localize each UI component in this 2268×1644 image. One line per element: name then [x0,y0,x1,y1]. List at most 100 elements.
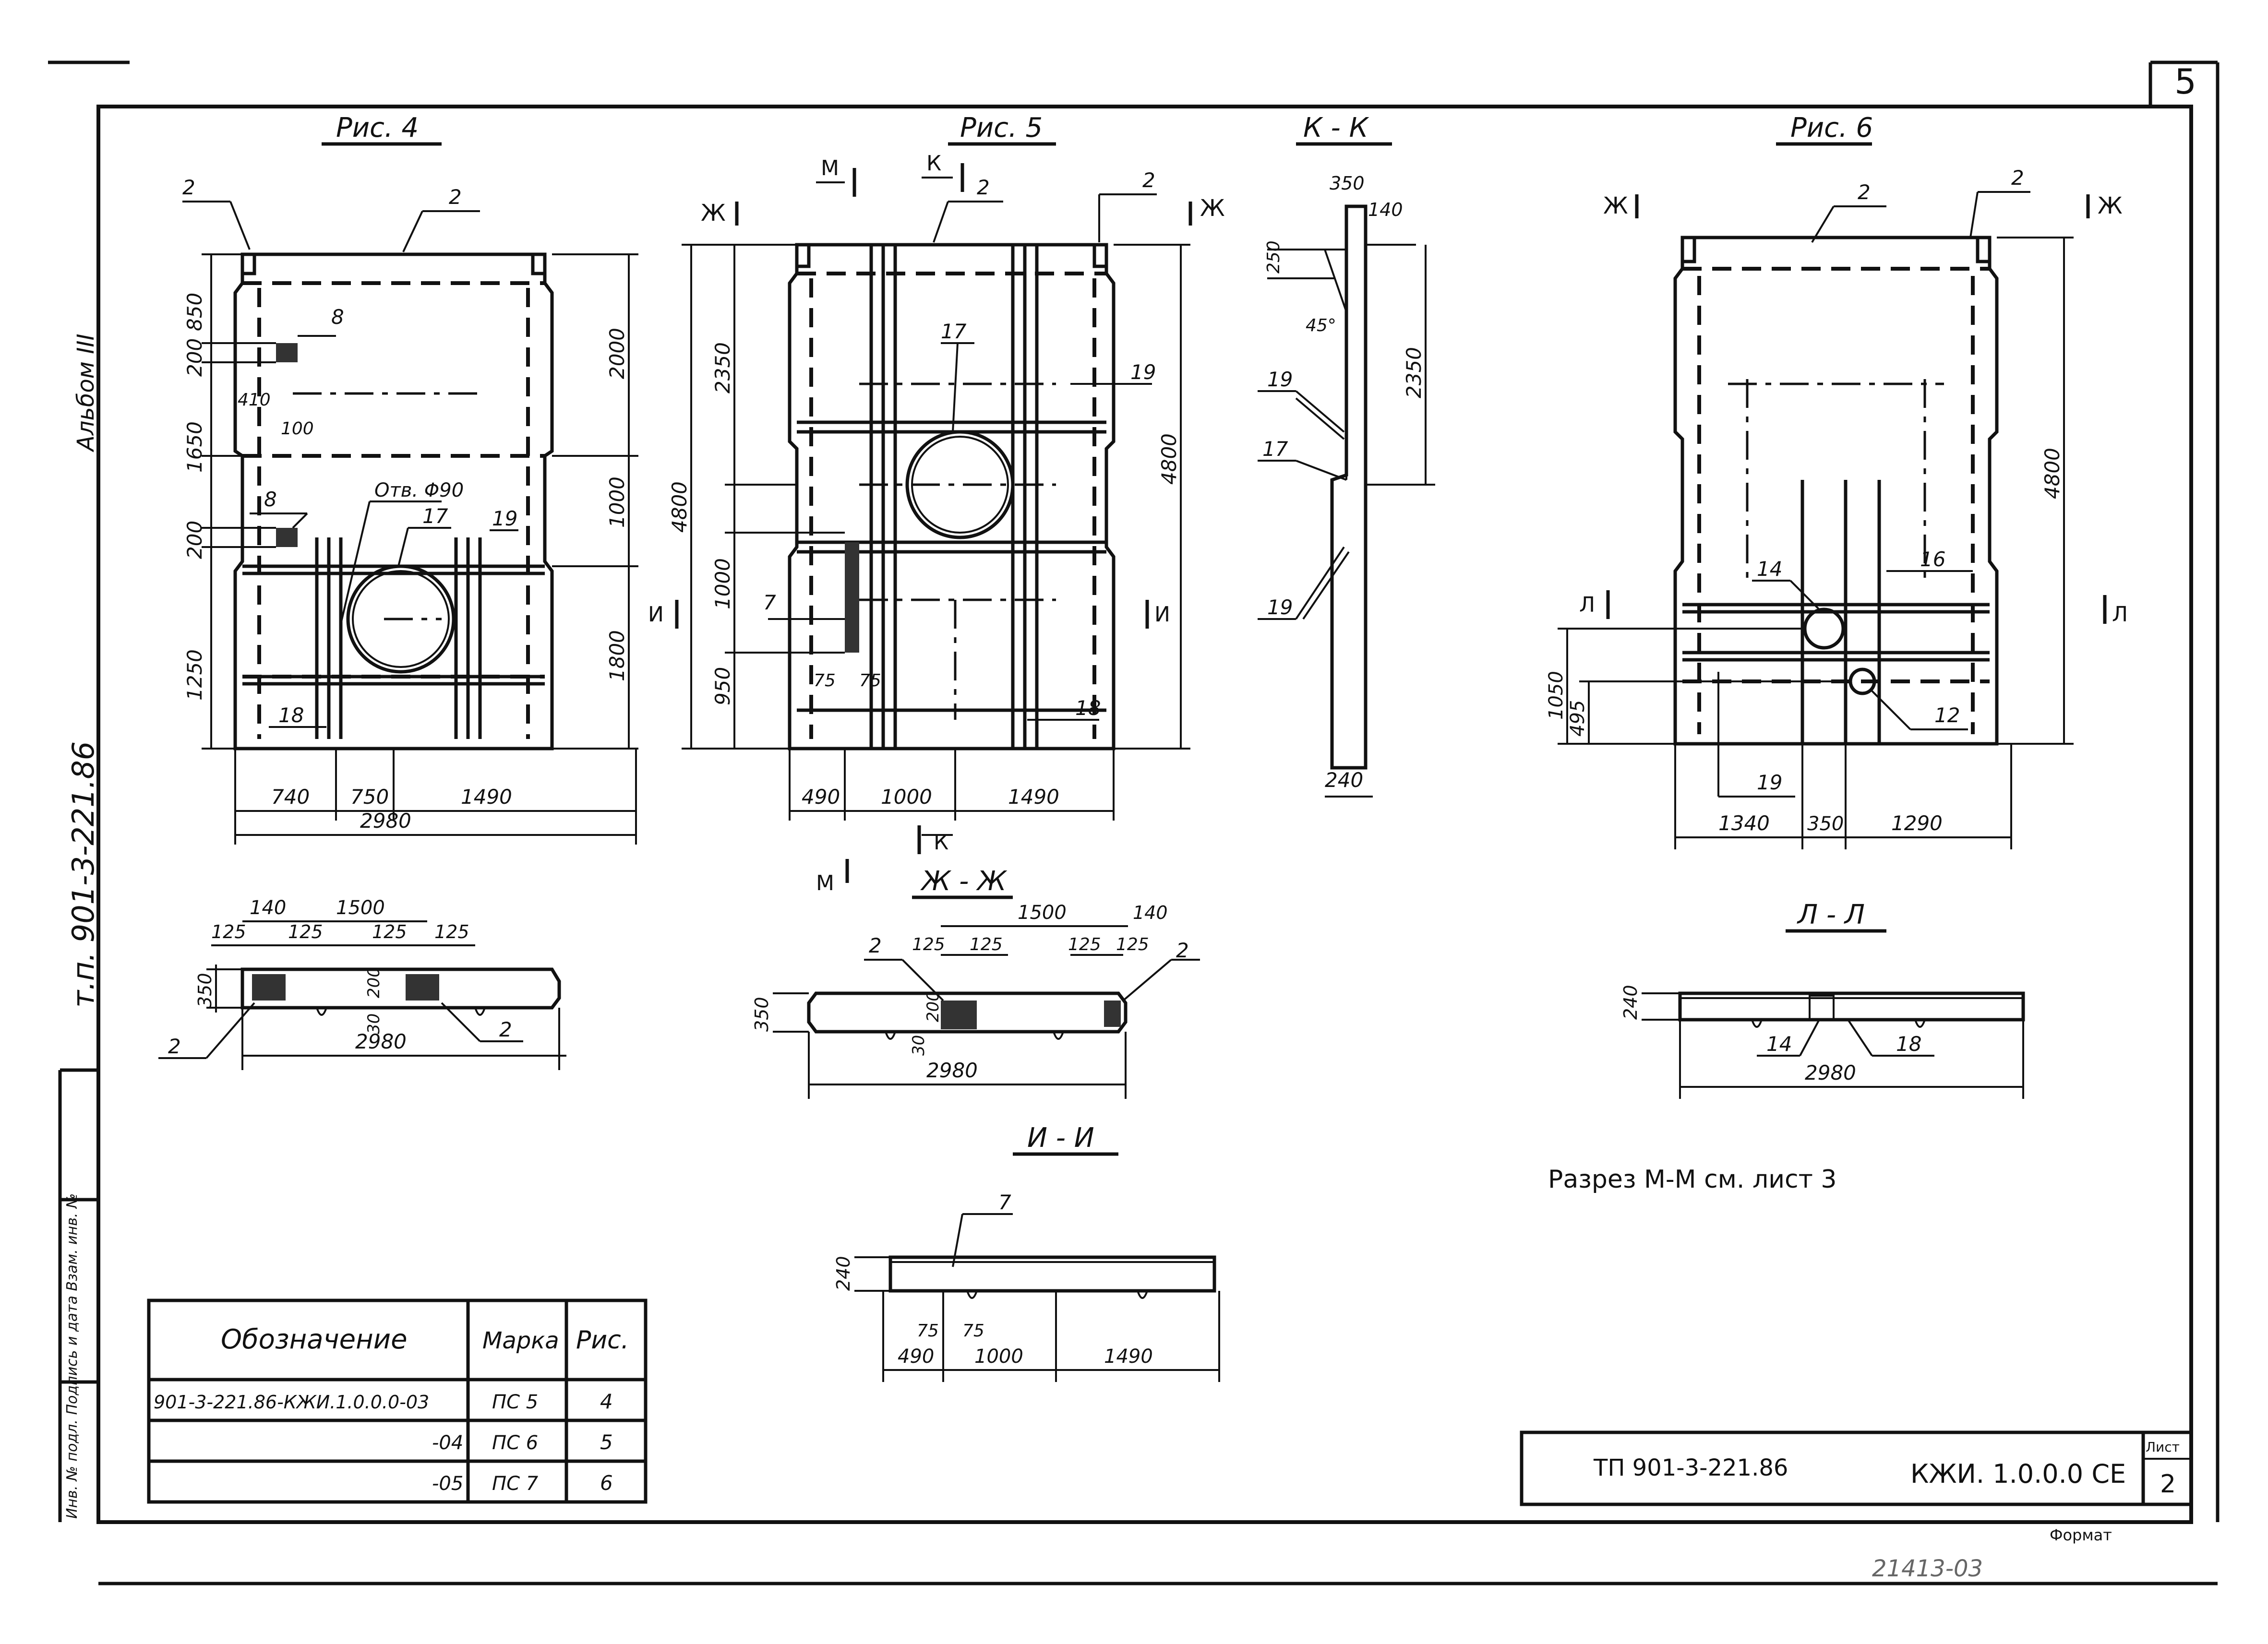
sec-kk-dim-350: 350 [1330,173,1365,194]
sec-kk-callout-17: 17 [1262,437,1288,461]
section-i-i: И - И 7 240 75 75 490 1000 1490 [833,1122,1220,1382]
fig6-callout-2a: 2 [1858,180,1871,204]
sec-zz-callout-2a: 2 [869,934,882,957]
sec-ii-dim-240: 240 [833,1256,854,1291]
fig4-dim-200b: 200 [183,521,206,559]
plan4-dim-125d: 125 [434,921,469,942]
plan4-dim-125a: 125 [211,921,246,942]
spec-row1-fig: 4 [600,1390,613,1413]
sec-ii-dim-75b: 75 [962,1321,984,1341]
fig4-callout-8b: 8 [264,488,277,511]
sec-ii-callout-7: 7 [998,1191,1011,1214]
sec-zz-dim-1500: 1500 [1018,902,1067,924]
fig6-dim-350: 350 [1807,813,1844,835]
sec-kk-dim-240: 240 [1325,768,1363,792]
section-l-l: Л - Л 240 2980 14 18 [1620,899,2025,1099]
sec-ll-title: Л - Л [1797,899,1865,930]
spec-header-designation: Обозначение [221,1324,408,1355]
plan-4: 140 1500 125 125 125 125 350 200 30 2980… [158,897,566,1070]
fig5-cut-i-left: И [648,602,664,627]
spec-header-mark: Марка [482,1327,559,1354]
fig4-dim-1250: 1250 [183,649,206,701]
spec-row3-fig: 6 [600,1471,613,1495]
sec-ll-dim-240: 240 [1620,985,1641,1020]
sec-zz-callout-2b: 2 [1176,939,1189,962]
fig5-callout-19: 19 [1130,360,1156,384]
sec-ii-dim-1000: 1000 [974,1346,1023,1368]
approval-strip-label: Инв. № подл. Подпись и дата Взам. инв. № [64,1193,81,1519]
fig5-callout-2b: 2 [1142,168,1155,192]
sec-ll-dim-2980: 2980 [1805,1061,1856,1084]
figure-4: Рис. 4 [182,112,638,845]
sec-zz-dim-140: 140 [1133,902,1168,923]
spec-row1-mark: ПС 5 [492,1391,538,1413]
figure-5: Рис. 5 4800 2350 [648,112,1225,895]
title-sheet-number: 2 [2160,1470,2176,1499]
sec-kk-callout-19a: 19 [1267,368,1293,391]
fig6-cut-zh-left: Ж [1603,192,1628,219]
sec-zz-title: Ж - Ж [920,866,1008,897]
fig4-dim-1000: 1000 [605,477,629,528]
sec-kk-callout-19b: 19 [1267,596,1293,619]
sec-ii-title: И - И [1027,1122,1094,1154]
fig5-dim-1000: 1000 [711,558,734,609]
fig6-cut-zh-right: Ж [2098,192,2123,219]
sec-zz-dim-2980: 2980 [926,1059,978,1082]
fig6-height: 4800 [2040,448,2064,499]
fig6-cut-l-right: Л [2112,602,2128,627]
sec-kk-title: К - К [1303,112,1369,143]
sec-ii-dim-1490: 1490 [1104,1346,1153,1368]
format-label: Формат [2050,1526,2112,1544]
plan4-dim-30: 30 [364,1013,384,1034]
fig6-callout-19: 19 [1757,771,1782,794]
fig4-dim-1490: 1490 [461,785,512,809]
sec-zz-dim-125d: 125 [1116,935,1149,954]
plan4-callout-2a: 2 [168,1035,181,1058]
fig6-cut-l-left: Л [1579,593,1595,617]
fig5-dim-950: 950 [711,667,734,705]
fig5-dim-75a: 75 [814,671,836,691]
fig4-dim-1650: 1650 [183,421,206,473]
fig6-dim-1290: 1290 [1891,811,1943,835]
fig4-dim-740: 740 [271,785,310,809]
fig6-dim-1340: 1340 [1718,811,1770,835]
sec-kk-dim-250: 250 [1264,240,1284,274]
fig6-opening [1803,608,1845,650]
fig4-dim-750: 750 [350,785,389,809]
fig5-cut-m-top: М [821,156,839,180]
fig5-cut-k-top: К [926,151,941,176]
fig5-opening [905,430,1015,539]
sec-zz-dim-125a: 125 [912,935,945,954]
fig5-callout-7: 7 [763,591,776,614]
fig4-dim-2000: 2000 [605,328,629,379]
fig6-callout-2b: 2 [2011,166,2024,190]
sec-zz-dim-30: 30 [909,1035,928,1056]
plan4-dim-125b: 125 [288,921,323,942]
fig4-dim-100: 100 [281,419,314,439]
spec-row2-designation: -04 [432,1432,463,1454]
plan4-dim-2980: 2980 [355,1030,407,1053]
section-k-k: К - К 350 140 250 45° 2350 240 19 17 19 [1258,112,1435,798]
plan4-callout-2b: 2 [499,1018,512,1041]
sec-ll-callout-14: 14 [1766,1032,1792,1056]
archive-stamp: 21413-03 [1872,1555,1983,1582]
fig6-dim-1050: 1050 [1545,671,1567,720]
fig4-callout-19: 19 [492,507,517,530]
fig4-dim-200a: 200 [183,338,206,377]
project-vertical: т.п. 901-3-221.86 [66,741,101,1008]
plan4-dim-1500: 1500 [336,897,385,919]
fig5-dim-2350: 2350 [711,342,734,393]
plan4-dim-140: 140 [250,897,286,919]
spec-row1-designation: 901-3-221.86-КЖИ.1.0.0.0-03 [154,1392,429,1413]
fig4-opening [346,564,456,674]
sec-kk-dim-140: 140 [1368,199,1403,220]
sec-kk-dim-45: 45° [1306,316,1336,335]
plan4-dim-200: 200 [364,967,384,998]
fig6-callout-16: 16 [1920,548,1945,571]
spec-table: Обозначение Марка Рис. 901-3-221.86-КЖИ.… [147,1299,648,1504]
title-project: ТП 901-3-221.86 [1593,1454,1788,1481]
fig4-title: Рис. 4 [336,112,419,143]
figure-6: Рис. 6 1050 495 4800 [1545,112,2128,849]
fig4-callout-18: 18 [278,703,304,727]
sec-ii-dim-75a: 75 [917,1321,939,1341]
